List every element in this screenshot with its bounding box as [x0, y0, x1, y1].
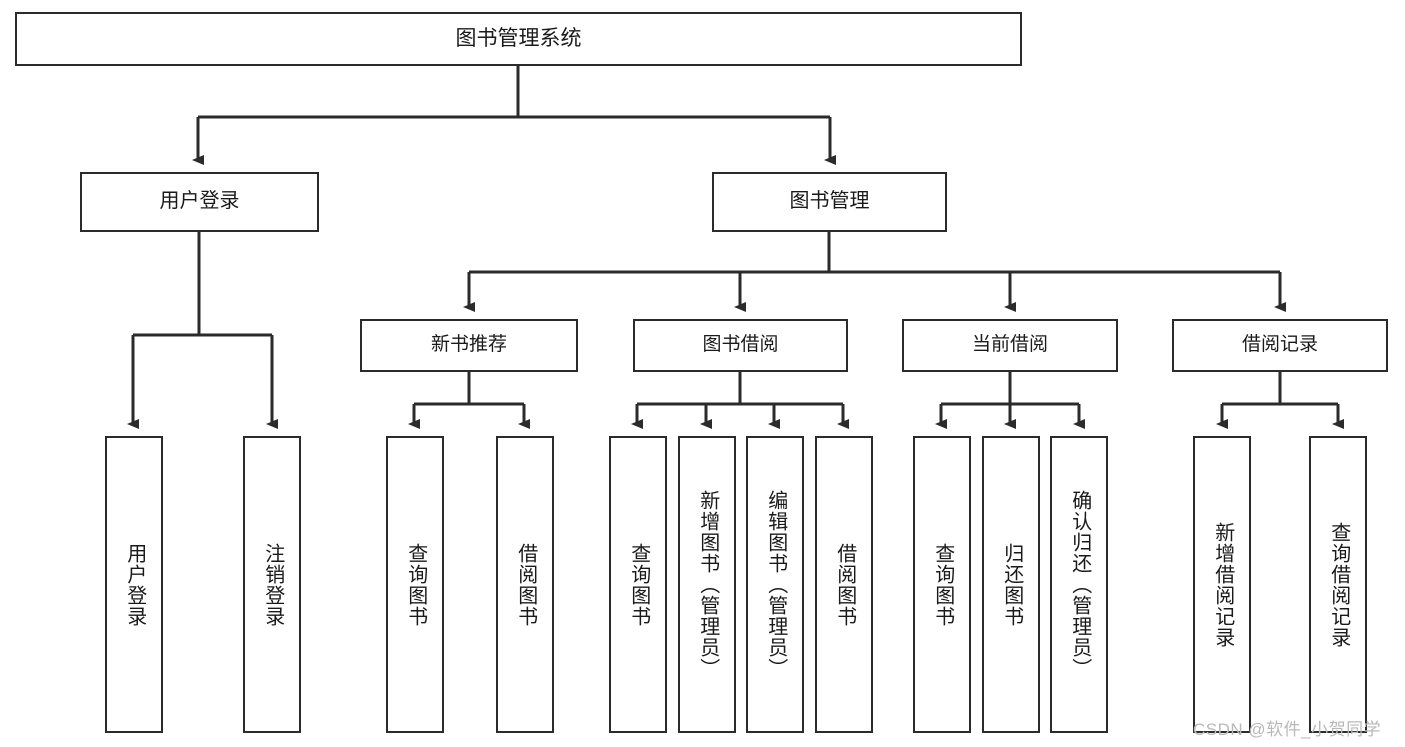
node-label: 借阅图书 [833, 542, 856, 627]
node-book-management[interactable]: 图书管理 [712, 172, 947, 232]
leaf-borrow-borrow-book[interactable]: 借阅图书 [815, 436, 873, 733]
leaf-recommend-borrow-book[interactable]: 借阅图书 [496, 436, 554, 733]
leaf-borrow-add-book-admin[interactable]: 新增图书（管理员） [678, 436, 736, 733]
node-label: 当前借阅 [971, 334, 1048, 356]
node-root-system[interactable]: 图书管理系统 [15, 12, 1022, 66]
node-label: 新增借阅记录 [1211, 521, 1234, 648]
node-label: 确认归还（管理员） [1068, 490, 1091, 679]
node-label: 新增图书（管理员） [696, 490, 719, 679]
leaf-current-query-book[interactable]: 查询图书 [913, 436, 971, 733]
node-label: 查询借阅记录 [1327, 521, 1350, 648]
node-new-book-recommend[interactable]: 新书推荐 [360, 319, 578, 372]
node-label: 图书借阅 [702, 334, 779, 356]
node-label: 查询图书 [931, 542, 954, 627]
node-label: 查询图书 [627, 542, 650, 627]
node-label: 借阅记录 [1241, 334, 1318, 356]
leaf-record-add-record[interactable]: 新增借阅记录 [1193, 436, 1251, 733]
node-label: 借阅图书 [514, 542, 537, 627]
leaf-current-return-book[interactable]: 归还图书 [982, 436, 1040, 733]
node-label: 查询图书 [404, 542, 427, 627]
leaf-recommend-query-book[interactable]: 查询图书 [386, 436, 444, 733]
node-current-borrow[interactable]: 当前借阅 [902, 319, 1118, 372]
node-label: 编辑图书（管理员） [764, 490, 787, 679]
node-label: 用户登录 [159, 190, 240, 213]
node-label: 新书推荐 [430, 334, 507, 356]
leaf-user-login-login[interactable]: 用户登录 [105, 436, 163, 733]
node-label: 归还图书 [1000, 542, 1023, 627]
leaf-user-login-logout[interactable]: 注销登录 [243, 436, 301, 733]
node-user-login[interactable]: 用户登录 [80, 172, 319, 232]
node-label: 图书管理系统 [455, 26, 582, 50]
node-label: 用户登录 [123, 542, 146, 627]
csdn-watermark: CSDN @软件_小贺同学 [1193, 720, 1382, 739]
node-label: 图书管理 [789, 190, 870, 213]
leaf-current-confirm-return-admin[interactable]: 确认归还（管理员） [1050, 436, 1108, 733]
node-book-borrow[interactable]: 图书借阅 [633, 319, 848, 372]
leaf-borrow-edit-book-admin[interactable]: 编辑图书（管理员） [746, 436, 804, 733]
node-label: 注销登录 [261, 542, 284, 627]
leaf-record-query-record[interactable]: 查询借阅记录 [1309, 436, 1367, 733]
node-borrow-record[interactable]: 借阅记录 [1172, 319, 1388, 372]
leaf-borrow-query-book[interactable]: 查询图书 [609, 436, 667, 733]
